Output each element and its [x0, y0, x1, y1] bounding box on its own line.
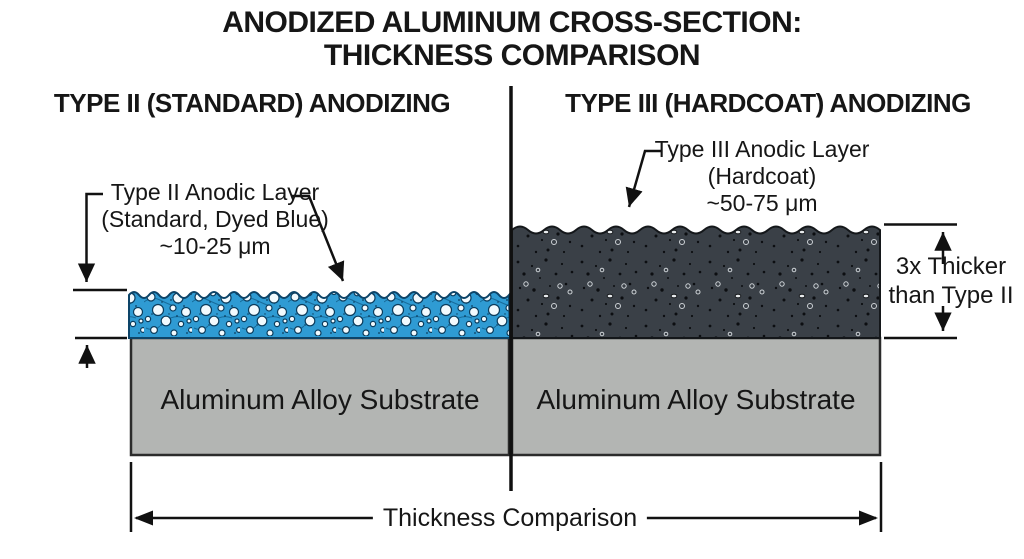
page-title: ANODIZED ALUMINUM CROSS-SECTION: THICKNE…	[222, 6, 802, 72]
bottom-dim-right-arrowhead	[859, 510, 878, 526]
type3-layer-callout: Type III Anodic Layer (Hardcoat) ~50-75 …	[655, 136, 870, 217]
page-title-line2: THICKNESS COMPARISON	[323, 39, 701, 72]
type3-layer-callout-line2: (Hardcoat)	[707, 163, 817, 189]
thickness-note: 3x Thicker than Type II	[889, 252, 1014, 310]
substrate-label-left: Aluminum Alloy Substrate	[160, 384, 480, 415]
thickness-note-line1: 3x Thicker	[895, 253, 1007, 280]
substrate-right-shape	[510, 336, 882, 457]
type2-anodic-layer-shape	[128, 291, 512, 339]
type3-leader-arrow	[625, 149, 661, 208]
bottom-dimension-label: Thickness Comparison	[372, 503, 648, 533]
type2-layer-callout-line3: ~10-25 μm	[159, 233, 271, 259]
type2-leader-arrow	[291, 194, 345, 282]
thickness-note-line2: than Type II	[888, 282, 1014, 309]
type2-layer-callout-line2: (Standard, Dyed Blue)	[101, 206, 329, 232]
type3-anodic-layer-shape	[511, 225, 881, 339]
type2-layer-callout-line1: Type II Anodic Layer	[110, 179, 320, 205]
type3-layer-callout-line3: ~50-75 μm	[706, 190, 818, 216]
type2-layer-callout: Type II Anodic Layer (Standard, Dyed Blu…	[101, 179, 329, 260]
type2-bracket-down-arrow	[77, 192, 103, 282]
bottom-dim-left-arrowhead	[134, 510, 153, 526]
type3-section-header: TYPE III (HARDCOAT) ANODIZING	[565, 88, 971, 118]
type2-section-header: TYPE II (STANDARD) ANODIZING	[53, 88, 451, 118]
type3-layer-callout-line1: Type III Anodic Layer	[654, 136, 870, 162]
substrate-label-right: Aluminum Alloy Substrate	[536, 384, 856, 415]
substrate-left-shape	[129, 336, 511, 457]
page-title-line1: ANODIZED ALUMINUM CROSS-SECTION:	[222, 6, 802, 39]
